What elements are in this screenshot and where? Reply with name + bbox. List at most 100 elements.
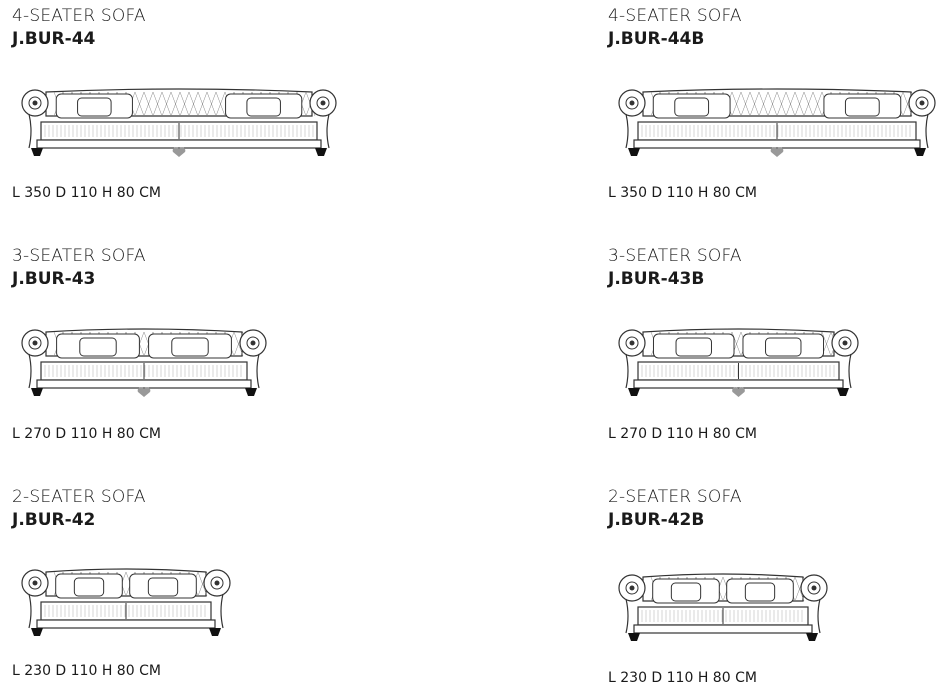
- sofa-leg: [245, 388, 257, 396]
- tufting-line: [731, 91, 742, 117]
- product-title: 4-SEATER SOFA: [608, 6, 742, 26]
- arm-rosette: [28, 336, 42, 350]
- sofa-leg: [31, 388, 43, 396]
- tufting-line: [812, 91, 823, 117]
- throw-pillow: [79, 337, 117, 357]
- throw-pillow: [744, 582, 776, 602]
- tufting-line: [749, 91, 760, 117]
- throw-pillow: [77, 97, 112, 117]
- arm-rosette: [625, 336, 639, 350]
- arm-rosette-center: [629, 585, 635, 591]
- product-dimensions: L 270 D 110 H 80 CM: [12, 426, 161, 442]
- product-heading-4-seater-b: 4-SEATER SOFA J.BUR-44B: [608, 5, 742, 50]
- throw-pillow: [73, 577, 105, 597]
- arm-rosette-center: [629, 100, 635, 106]
- tufting-line: [785, 91, 796, 117]
- product-title: 2-SEATER SOFA: [12, 487, 146, 507]
- sofa-leg: [31, 148, 43, 156]
- tufting-line: [188, 91, 199, 117]
- product-heading-3-seater-b: 3-SEATER SOFA J.BUR-43B: [608, 245, 742, 290]
- tufting-line: [170, 91, 181, 117]
- arm-rosette: [838, 336, 852, 350]
- sofa-base: [36, 619, 216, 629]
- product-code: J.BUR-42: [12, 510, 96, 530]
- sofa-leg: [806, 633, 818, 641]
- arm-rosette: [625, 96, 639, 110]
- arm-rosette-center: [32, 100, 38, 106]
- arm-front: [925, 113, 929, 149]
- arm-rosette: [625, 581, 639, 595]
- arm-rosette-center: [250, 340, 256, 346]
- arm-rosette-center: [842, 340, 848, 346]
- product-title: 3-SEATER SOFA: [608, 246, 742, 266]
- sofa-illustration-4-seater: [20, 86, 338, 161]
- sofa-illustration-4-seater-b: [617, 86, 937, 161]
- arm-front: [848, 353, 852, 389]
- product-title: 3-SEATER SOFA: [12, 246, 146, 266]
- arm-rosette-center: [214, 580, 220, 586]
- arm-rosette: [28, 576, 42, 590]
- tufting-line: [161, 91, 172, 117]
- sofa-base: [633, 379, 844, 389]
- product-heading-2-seater-b: 2-SEATER SOFA J.BUR-42B: [608, 486, 742, 531]
- arm-rosette: [807, 581, 821, 595]
- center-ornament: [137, 387, 151, 397]
- throw-pillow: [670, 582, 702, 602]
- sofa-back: [45, 328, 243, 357]
- arm-rosette: [316, 96, 330, 110]
- arm-rosette: [210, 576, 224, 590]
- product-code: J.BUR-43B: [608, 269, 705, 289]
- product-heading-2-seater: 2-SEATER SOFA J.BUR-42: [12, 486, 146, 531]
- center-ornament: [172, 147, 186, 157]
- sofa-leg: [209, 628, 221, 636]
- arm-rosette-center: [320, 100, 326, 106]
- product-title: 2-SEATER SOFA: [608, 487, 742, 507]
- sofa-leg: [837, 388, 849, 396]
- tufting-line: [803, 91, 814, 117]
- product-title: 4-SEATER SOFA: [12, 6, 146, 26]
- arm-rosette: [915, 96, 929, 110]
- tufting-line: [206, 91, 217, 117]
- tufting-line: [197, 91, 208, 117]
- sofa-leg: [628, 148, 640, 156]
- sofa-base: [633, 624, 813, 634]
- arm-front: [28, 353, 32, 389]
- arm-front: [817, 598, 821, 634]
- sofa-illustration-3-seater-b: [617, 326, 860, 401]
- throw-pillow: [171, 337, 209, 357]
- throw-pillow: [765, 337, 802, 357]
- sofa-illustration-3-seater: [20, 326, 268, 401]
- arm-front: [625, 113, 629, 149]
- sofa-illustration-2-seater: [20, 566, 232, 641]
- product-heading-3-seater: 3-SEATER SOFA J.BUR-43: [12, 245, 146, 290]
- product-dimensions: L 270 D 110 H 80 CM: [608, 426, 757, 442]
- arm-front: [625, 598, 629, 634]
- product-dimensions: L 230 D 110 H 80 CM: [608, 670, 757, 686]
- throw-pillow: [246, 97, 281, 117]
- arm-rosette-center: [629, 340, 635, 346]
- sofa-base: [36, 139, 322, 149]
- product-dimensions: L 230 D 110 H 80 CM: [12, 663, 161, 679]
- product-code: J.BUR-44B: [608, 29, 705, 49]
- product-code: J.BUR-44: [12, 29, 96, 49]
- center-ornament: [732, 387, 745, 397]
- sofa-leg: [914, 148, 926, 156]
- sofa-leg: [315, 148, 327, 156]
- tufting-line: [776, 91, 787, 117]
- throw-pillow: [147, 577, 179, 597]
- tufting-line: [794, 91, 805, 117]
- arm-rosette: [246, 336, 260, 350]
- sofa-leg: [628, 388, 640, 396]
- product-code: J.BUR-43: [12, 269, 96, 289]
- arm-front: [28, 593, 32, 629]
- tufting-line: [758, 91, 769, 117]
- arm-rosette: [28, 96, 42, 110]
- tufting-line: [767, 91, 778, 117]
- tufting-line: [740, 91, 751, 117]
- arm-rosette-center: [919, 100, 925, 106]
- sofa-back: [642, 88, 912, 117]
- sofa-base: [36, 379, 252, 389]
- arm-rosette-center: [32, 580, 38, 586]
- sofa-base: [633, 139, 921, 149]
- sofa-back: [642, 573, 804, 602]
